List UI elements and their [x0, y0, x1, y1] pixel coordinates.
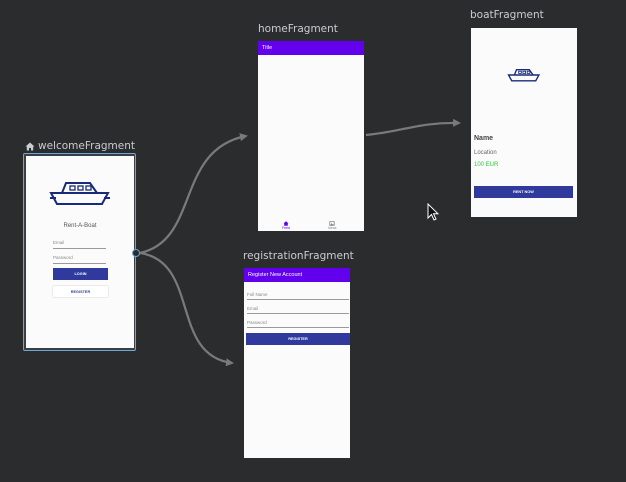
action-handle[interactable]	[132, 249, 140, 257]
bottom-navigation: Feed Ideas	[258, 220, 364, 231]
registration-email-field[interactable]: Email	[247, 306, 349, 314]
image-icon	[329, 221, 335, 226]
boat-price: 100 EUR	[474, 162, 499, 168]
nav-item-feed[interactable]: Feed	[282, 221, 290, 230]
action-welcome-to-home	[139, 133, 248, 255]
login-button[interactable]: LOGIN	[53, 268, 108, 280]
home-icon	[25, 142, 35, 150]
welcome-fragment-label[interactable]: welcomeFragment	[25, 140, 135, 152]
boat-location: Location	[474, 150, 497, 156]
password-field[interactable]: Password	[53, 255, 106, 264]
boat-fragment-title[interactable]: boatFragment	[470, 9, 544, 21]
action-welcome-to-registration	[139, 251, 234, 367]
action-home-to-boat	[365, 118, 461, 137]
nav-item-ideas[interactable]: Ideas	[328, 221, 337, 230]
register-button[interactable]: REGISTER	[53, 286, 108, 297]
registration-fragment-screen[interactable]: Register New Account Full Name Email Pas…	[244, 268, 350, 458]
rent-now-button[interactable]: RENT NOW	[474, 186, 573, 198]
home-appbar-title: Title	[262, 45, 273, 51]
boat-image-icon	[507, 68, 541, 82]
home-fragment-screen[interactable]: Title Feed Ideas	[258, 41, 364, 231]
app-name-label: Rent-A-Boat	[63, 223, 97, 229]
nav-item-ideas-label: Ideas	[328, 226, 337, 230]
home-fragment-title[interactable]: homeFragment	[258, 23, 338, 35]
mouse-cursor-icon	[427, 203, 439, 221]
welcome-fragment-screen[interactable]: Rent-A-Boat Email Password LOGIN REGISTE…	[26, 156, 134, 348]
boat-logo-icon	[49, 182, 110, 205]
boat-fragment-screen[interactable]: Name Location 100 EUR RENT NOW	[471, 28, 577, 217]
boat-name: Name	[474, 135, 494, 142]
registration-password-field[interactable]: Password	[247, 320, 349, 328]
nav-item-feed-label: Feed	[282, 226, 290, 230]
registration-fragment-title[interactable]: registrationFragment	[243, 250, 354, 262]
welcome-fragment-title: welcomeFragment	[38, 140, 136, 152]
registration-appbar: Register New Account	[244, 268, 350, 282]
full-name-field[interactable]: Full Name	[247, 292, 349, 300]
email-field[interactable]: Email	[53, 240, 106, 249]
registration-register-button[interactable]: REGISTER	[246, 333, 350, 345]
home-appbar: Title	[258, 41, 364, 55]
registration-appbar-title: Register New Account	[248, 272, 303, 278]
home-icon	[283, 221, 289, 226]
